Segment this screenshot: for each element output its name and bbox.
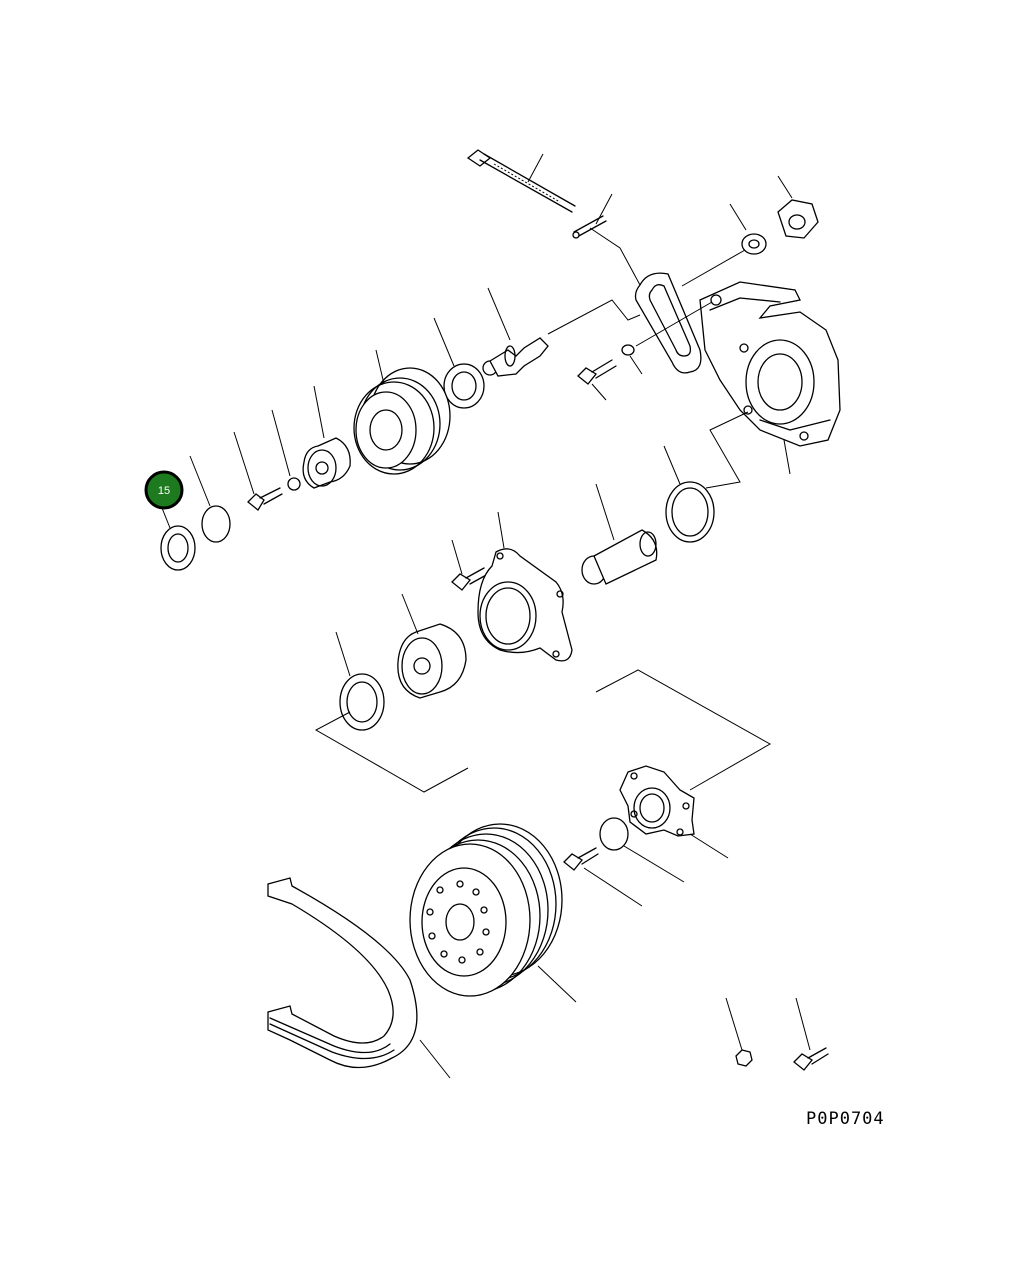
leader-line (433, 317, 455, 367)
assembly-line (547, 299, 641, 335)
assembly-line (635, 301, 713, 347)
leader-line (497, 511, 505, 549)
crankshaft-pulley (409, 823, 563, 997)
leader-line (233, 431, 255, 495)
assembly-line (681, 249, 746, 287)
hex-nut (777, 199, 819, 239)
seal-ring (339, 673, 385, 731)
leader-line (783, 439, 791, 475)
leader-line (161, 507, 171, 529)
assembly-line (705, 411, 749, 489)
leader-line (689, 833, 729, 859)
leader-line (189, 455, 211, 507)
bolt (563, 847, 599, 871)
bushing (665, 481, 715, 543)
leader-line (623, 845, 685, 883)
seal-ring (160, 525, 196, 571)
bolt (247, 487, 283, 511)
leader-line (595, 193, 613, 225)
leader-line (419, 1039, 451, 1079)
bolt (577, 359, 617, 385)
assembly-line (595, 669, 772, 791)
washer (599, 817, 629, 851)
adjuster-plate (634, 272, 702, 374)
leader-line (591, 383, 607, 401)
small-washer (621, 344, 635, 356)
small-nut (735, 1049, 753, 1067)
callout-badge[interactable]: 15 (144, 470, 184, 510)
v-ribbed-belt (267, 877, 418, 1069)
spacer (302, 437, 351, 489)
leader-line (725, 997, 743, 1051)
leader-line (451, 539, 463, 575)
leader-line (527, 153, 544, 183)
drawing-code: P0P0704 (806, 1109, 885, 1129)
leader-line (583, 867, 643, 907)
leader-line (777, 175, 793, 199)
pin (572, 215, 607, 239)
small-washer (287, 477, 301, 491)
callout-label: 15 (158, 485, 170, 497)
assembly-line (314, 711, 469, 793)
pulley-shaft (482, 337, 549, 377)
tensioner-bracket (699, 281, 841, 447)
spacer (397, 623, 467, 699)
leader-line (629, 355, 643, 375)
leader-line (335, 631, 351, 677)
leader-line (729, 203, 747, 231)
snap-ring (201, 505, 231, 543)
leader-line (375, 349, 385, 385)
tensioner-shaft (581, 529, 658, 585)
leader-line (313, 385, 325, 439)
washer (741, 233, 767, 255)
leader-line (795, 997, 811, 1051)
assembly-line (589, 227, 641, 286)
hub-flange (619, 765, 695, 837)
bolt (793, 1047, 829, 1071)
leader-line (595, 483, 615, 541)
leader-line (663, 445, 681, 485)
leader-line (537, 965, 577, 1003)
long-bolt (466, 149, 576, 213)
bearing (443, 363, 485, 409)
tensioner-housing (477, 548, 573, 662)
leader-line (487, 287, 511, 341)
idler-pulley (353, 367, 451, 475)
leader-line (271, 409, 291, 477)
leader-line (401, 593, 419, 635)
